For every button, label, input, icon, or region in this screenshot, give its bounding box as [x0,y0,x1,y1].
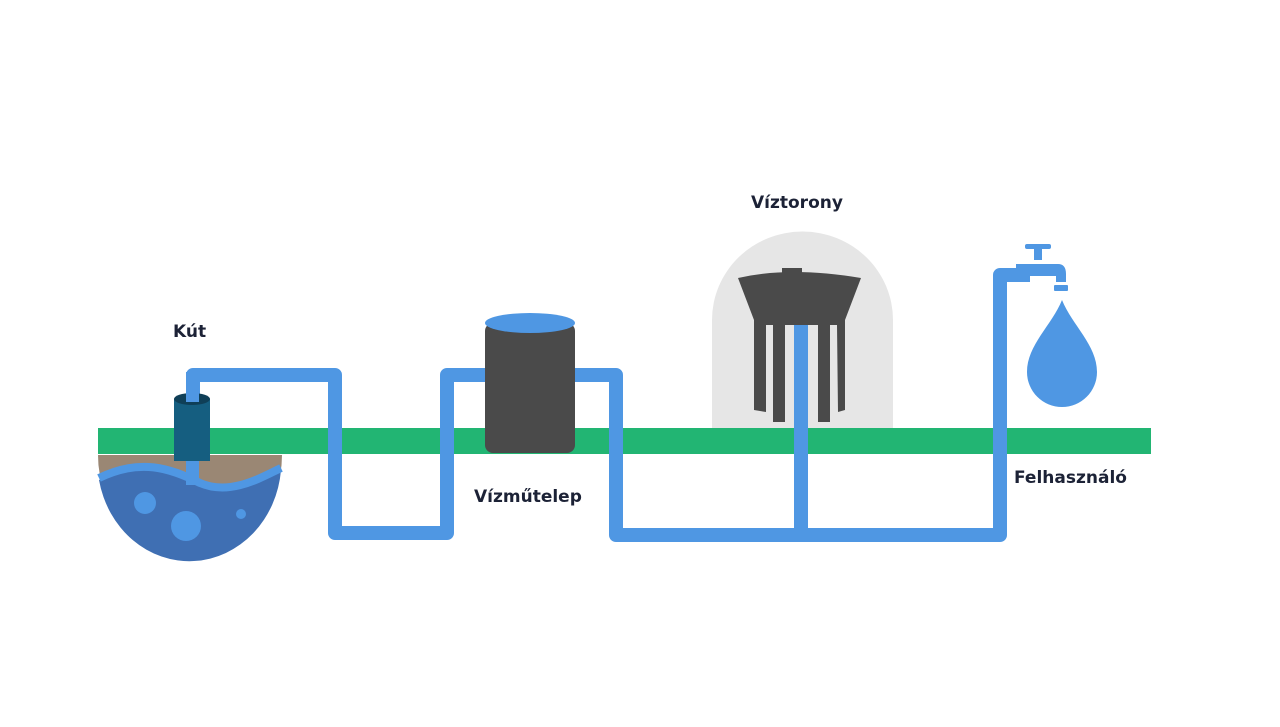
well-aquifer-icon [97,455,283,562]
label-treatment-plant: Vízműtelep [474,487,582,507]
pipeline [186,268,1030,542]
label-water-tower: Víztorony [751,193,843,213]
label-consumer: Felhasználó [1014,468,1127,488]
ground-line [98,428,1151,454]
label-well: Kút [173,322,207,342]
well-casing-icon [174,372,210,461]
faucet-icon [1016,244,1068,291]
treatment-tank-icon [485,313,575,453]
water-drop-icon [1027,300,1097,407]
water-tower-icon [738,268,861,425]
